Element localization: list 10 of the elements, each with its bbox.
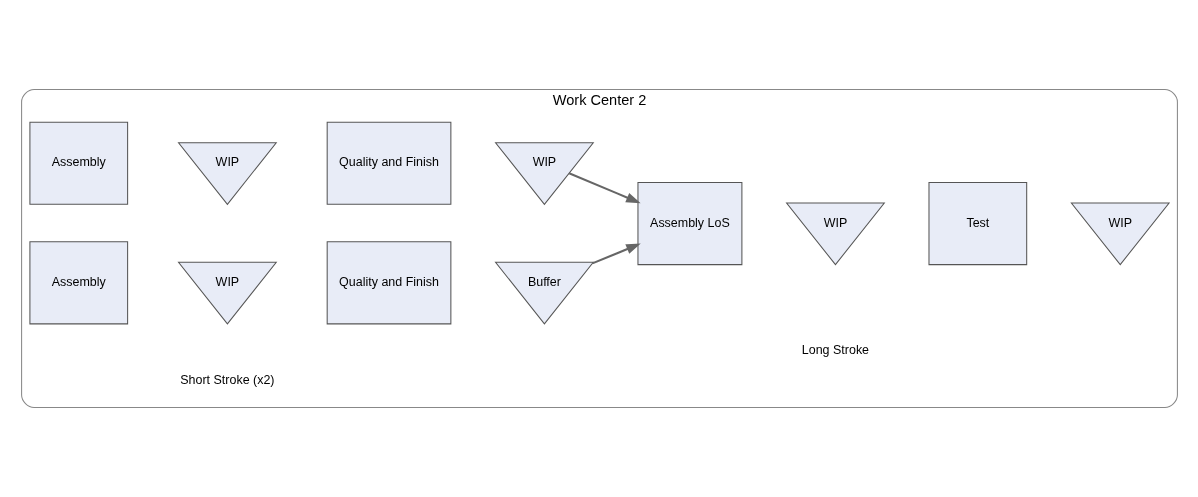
node-box: Assembly [28, 241, 128, 325]
arrow [568, 172, 641, 204]
label: Short Stroke (x2) [179, 372, 275, 387]
node-box: Test [927, 182, 1027, 266]
node-box: Assembly LoS [636, 182, 742, 266]
node-box: Quality and Finish [326, 241, 451, 325]
arrow [591, 243, 641, 265]
node-box: Quality and Finish [326, 121, 451, 205]
node-box: Assembly [28, 121, 128, 205]
label: Long Stroke [801, 342, 869, 357]
